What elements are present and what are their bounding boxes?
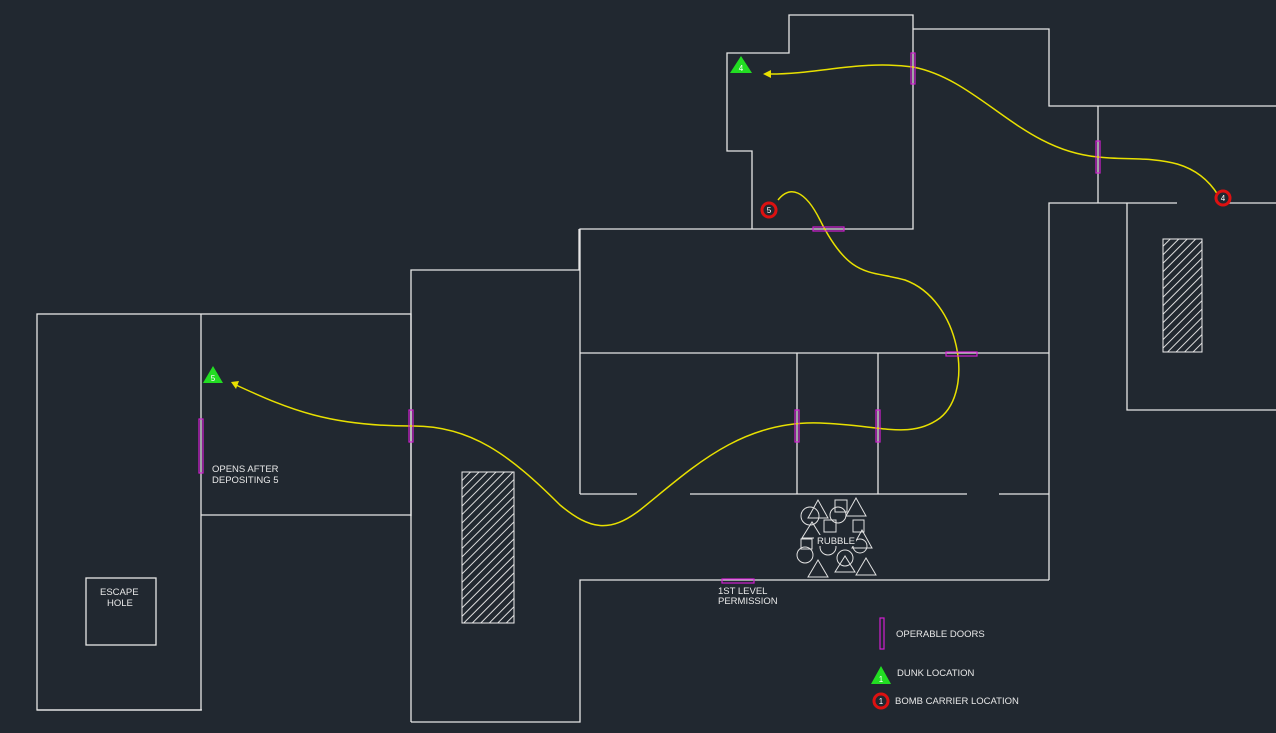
legend-door-icon xyxy=(879,617,885,650)
door-first-level[interactable] xyxy=(721,578,755,584)
pillar-central xyxy=(461,471,515,624)
svg-text:4: 4 xyxy=(739,64,744,73)
dunk-marker-4: 4 xyxy=(730,56,752,73)
opens-after-label-1: OPENS AFTER xyxy=(212,464,279,475)
route-arrowhead-5 xyxy=(231,381,239,389)
legend-dunk-label: DUNK LOCATION xyxy=(897,668,975,679)
legend-dunk-number: 1 xyxy=(879,675,884,684)
walls xyxy=(36,14,1276,723)
top-room xyxy=(726,14,914,230)
central-room-wall xyxy=(410,229,580,722)
legend-doors-label: OPERABLE DOORS xyxy=(896,629,985,640)
right-room xyxy=(1126,203,1276,411)
legend-bomb-icon xyxy=(872,692,890,710)
first-level-label-1: 1ST LEVEL xyxy=(718,586,767,597)
legend-bomb-number: 1 xyxy=(879,697,884,706)
route-path-4 xyxy=(769,64,1219,196)
svg-text:5: 5 xyxy=(767,206,772,215)
dunk-marker-5: 5 xyxy=(203,366,223,383)
door[interactable] xyxy=(794,409,800,443)
door[interactable] xyxy=(408,409,414,443)
first-level-label-2: PERMISSION xyxy=(718,596,778,607)
door[interactable] xyxy=(945,351,978,357)
door[interactable] xyxy=(910,52,916,85)
mid-room-left-wall xyxy=(579,228,752,494)
escape-hole-label-1: ESCAPE xyxy=(100,587,139,598)
legend-bomb-label: BOMB CARRIER LOCATION xyxy=(895,696,1019,707)
door-opens-after-5[interactable] xyxy=(198,418,204,474)
route-arrowhead-4 xyxy=(763,70,771,78)
bomb-carrier-marker-5: 5 xyxy=(760,201,778,219)
rubble-label: RUBBLE xyxy=(817,536,855,547)
svg-text:4: 4 xyxy=(1221,194,1226,203)
legend-dunk-icon xyxy=(871,666,891,684)
escape-hole-box xyxy=(85,577,157,646)
top-right-wall xyxy=(913,28,1276,107)
legend: OPERABLE DOORS 1 DUNK LOCATION 1 BOMB CA… xyxy=(871,617,1019,710)
svg-text:5: 5 xyxy=(211,374,216,383)
opens-after-label-2: DEPOSITING 5 xyxy=(212,475,279,486)
door[interactable] xyxy=(1095,140,1101,174)
rubble-pile xyxy=(796,496,877,578)
pillar-right xyxy=(1162,238,1203,353)
escape-hole-label-2: HOLE xyxy=(107,598,133,609)
door[interactable] xyxy=(812,226,845,232)
route-path-5 xyxy=(235,191,960,527)
door[interactable] xyxy=(875,409,881,443)
bomb-carrier-marker-4: 4 xyxy=(1214,189,1232,207)
central-bottom-wall xyxy=(411,579,1049,723)
operable-doors xyxy=(198,52,1101,584)
right-wall xyxy=(1048,202,1177,580)
